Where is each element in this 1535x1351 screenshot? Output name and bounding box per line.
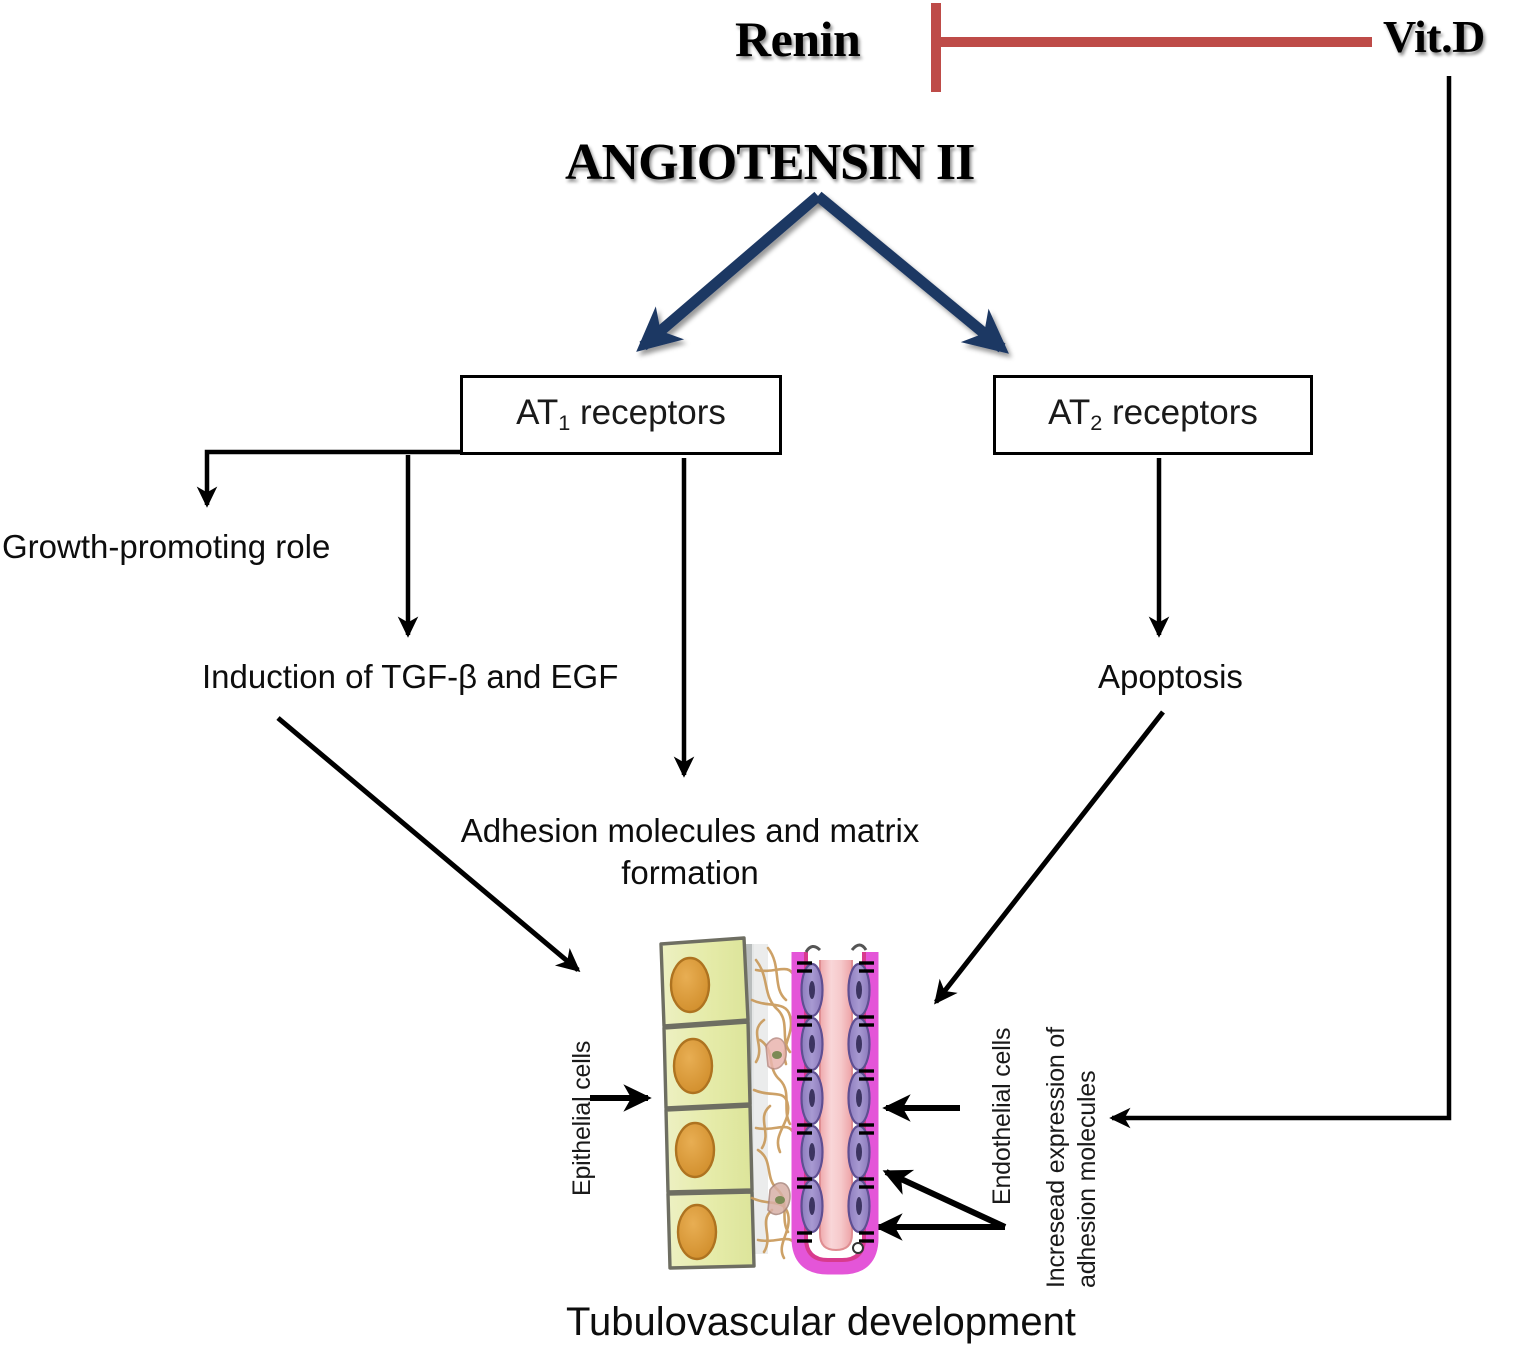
node-at2-receptors-box: AT2 receptors	[993, 375, 1313, 455]
label-endothelial-cells: Endothelial cells	[988, 1027, 1016, 1205]
node-apoptosis: Apoptosis	[1098, 658, 1243, 695]
interstitial-fibroblasts	[765, 1037, 791, 1216]
at1-receptors-label: AT1 receptors	[516, 393, 726, 436]
tubulovascular-illustration	[659, 936, 879, 1275]
node-angiotensin-ii: ANGIOTENSIN II	[565, 134, 975, 191]
blood-vessel	[791, 943, 879, 1275]
node-induction-tgf-egf: Induction of TGF-β and EGF	[202, 658, 619, 695]
edge-apoptosis-to-cells	[934, 710, 1165, 1005]
label-epithelial-cells: Epithelial cells	[568, 1040, 596, 1196]
label-increased-expression-line2: adhesion molecules	[1073, 1070, 1101, 1288]
node-at1-receptors-box: AT1 receptors	[460, 375, 782, 455]
edge-at1-growth-promoting	[196, 449, 462, 508]
node-renin: Renin	[735, 11, 861, 67]
at2-prefix: AT	[1048, 393, 1091, 433]
at2-suffix: receptors	[1102, 393, 1258, 433]
at2-subscript: 2	[1090, 410, 1103, 436]
edge-vitd-to-cells	[1109, 76, 1452, 1129]
inhibition-edge-vitd-renin	[931, 3, 1372, 92]
activation-edge-angiotensin-at2	[814, 191, 1009, 354]
at1-subscript: 1	[558, 410, 571, 436]
pointer-arrows-adhesion-molecules	[874, 1169, 1007, 1241]
at1-prefix: AT	[516, 393, 559, 433]
at1-suffix: receptors	[570, 393, 726, 433]
label-increased-expression-line1: Incresead expression of	[1042, 1027, 1070, 1288]
activation-edge-angiotensin-at1	[636, 191, 822, 352]
node-growth-promoting-role: Growth-promoting role	[2, 528, 331, 565]
epithelial-cell-column	[659, 936, 756, 1270]
node-adhesion-molecules-matrix: Adhesion molecules and matrix formation	[460, 812, 920, 892]
adhesion-molecule-marks	[797, 961, 874, 1243]
at2-receptors-label: AT2 receptors	[1048, 393, 1258, 436]
edge-tgf-to-cells	[276, 716, 581, 973]
node-vitamin-d: Vit.D	[1383, 11, 1485, 62]
caption-tubulovascular-development: Tubulovascular development	[566, 1300, 1076, 1344]
